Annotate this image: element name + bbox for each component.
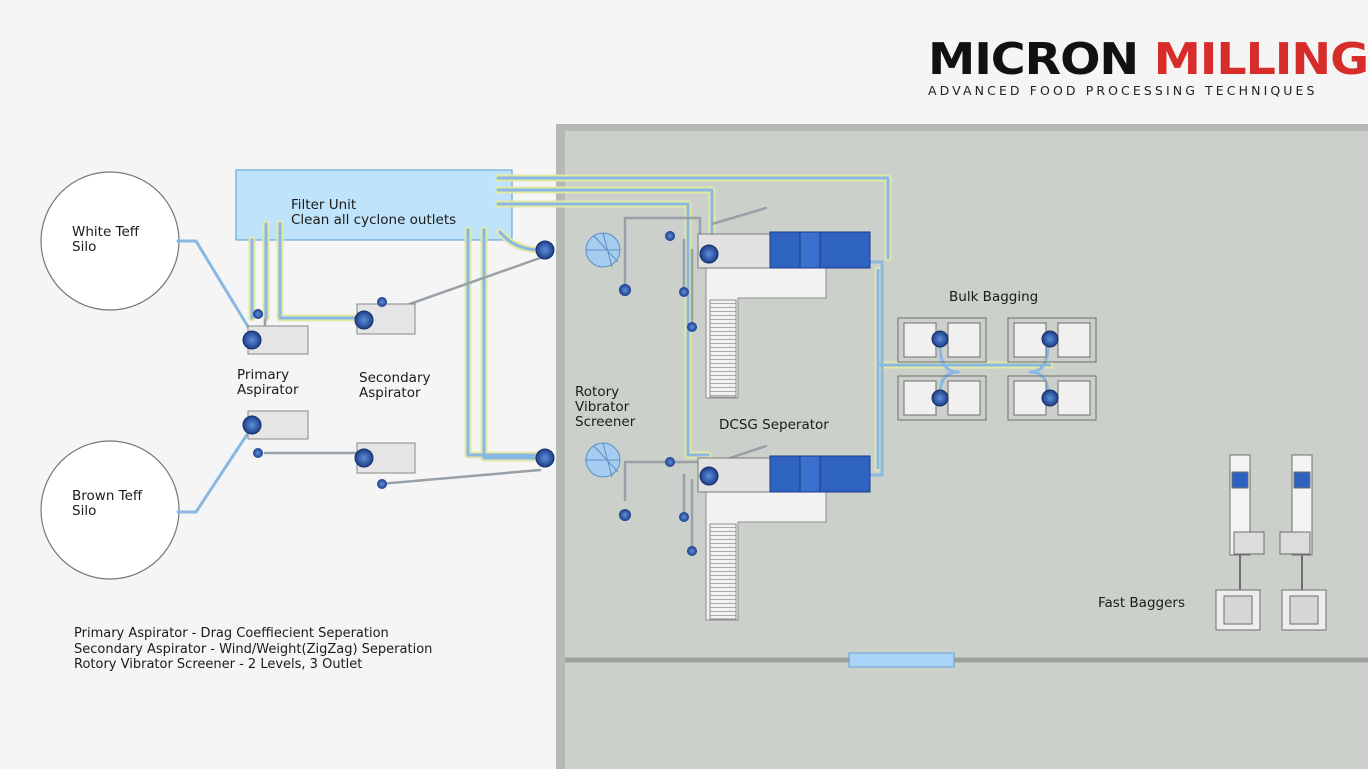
dcsg-separator-bottom	[697, 455, 871, 621]
primary-aspirator-bottom	[242, 410, 309, 458]
bulk-bagging-stations	[897, 317, 1097, 421]
note-secondary: Secondary Aspirator - Wind/Weight(ZigZag…	[74, 641, 433, 657]
dcsg-separator-top	[697, 231, 871, 399]
note-primary: Primary Aspirator - Drag Coeffiecient Se…	[74, 626, 389, 641]
legend-notes: Primary Aspirator - Drag Coeffiecient Se…	[74, 626, 432, 673]
fan-bottom	[535, 448, 555, 468]
brown-teff-silo	[40, 440, 180, 580]
fan-top	[535, 240, 555, 260]
bulk-bagging-label: Bulk Bagging	[949, 289, 1039, 305]
primary-aspirator-top	[242, 309, 309, 355]
fast-baggers	[1215, 454, 1327, 631]
fast-baggers-label: Fast Baggers	[1098, 595, 1185, 611]
secondary-aspirator-bottom	[354, 442, 416, 489]
brand-name-part1: MICRON	[928, 34, 1139, 85]
dcsg-label: DCSG Seperator	[719, 417, 829, 433]
brand-tagline: ADVANCED FOOD PROCESSING TECHNIQUES	[928, 83, 1318, 98]
note-screener: Rotory Vibrator Screener - 2 Levels, 3 O…	[74, 657, 363, 672]
secondary-aspirator-top	[354, 297, 416, 335]
brand-logo: MICRON MILLING ADVANCED FOOD PROCESSING …	[928, 38, 1368, 99]
duct-network	[176, 174, 1054, 552]
brand-name: MICRON MILLING	[928, 38, 1368, 82]
building	[556, 124, 1368, 769]
brand-name-part2: MILLING	[1153, 34, 1368, 85]
rotory-screener-bottom	[585, 442, 697, 556]
rotory-screener-top	[585, 231, 697, 332]
